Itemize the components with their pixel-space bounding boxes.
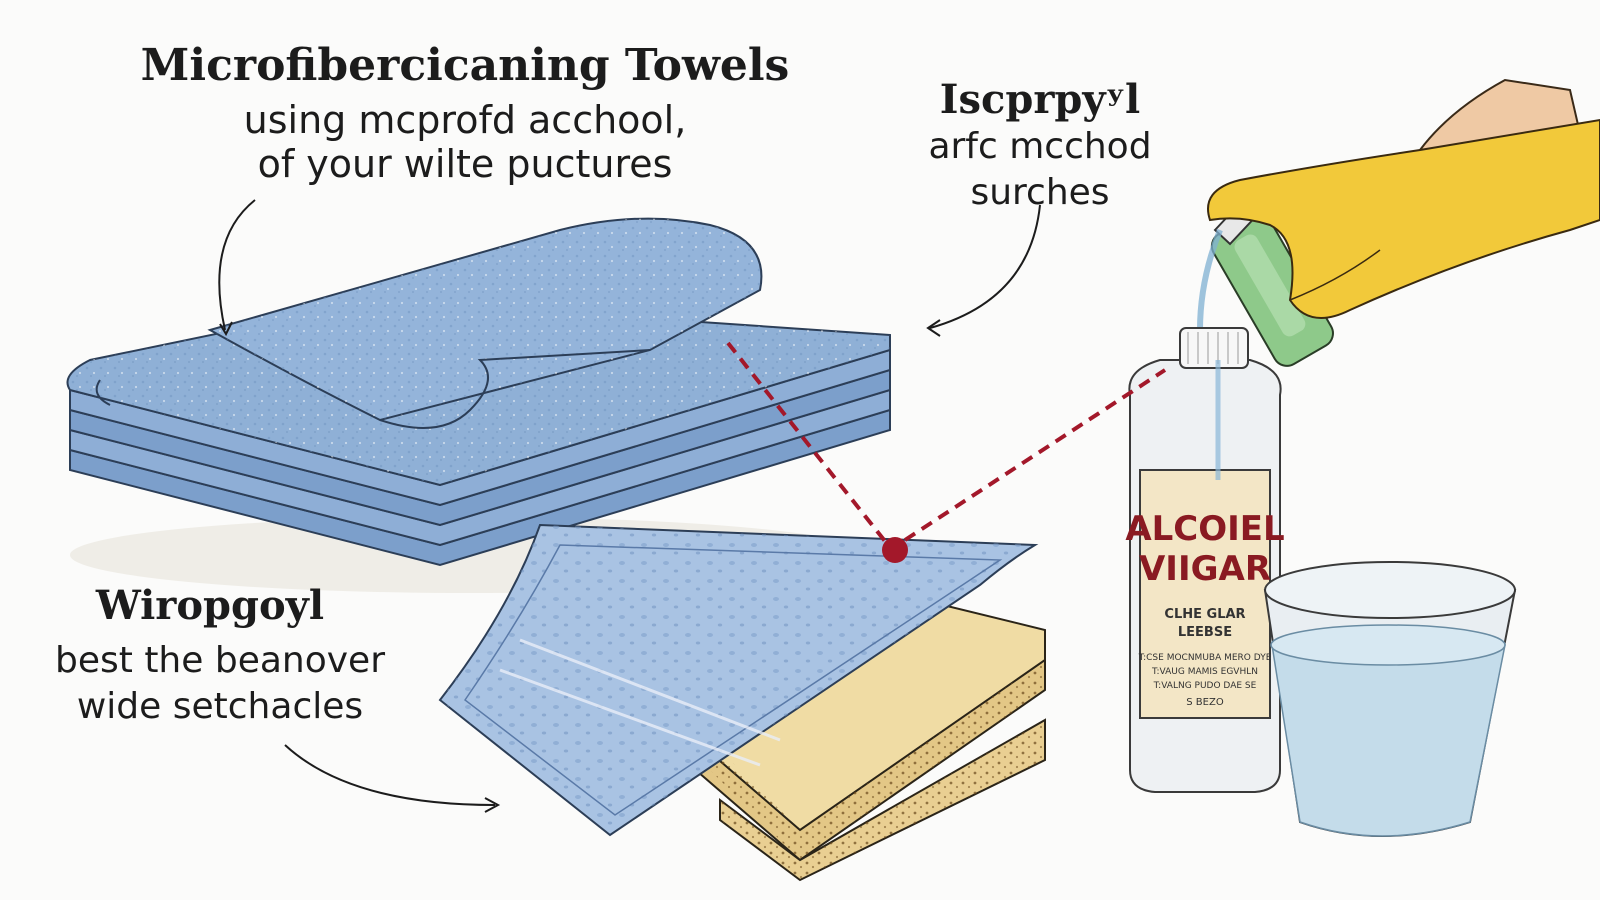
wipes-caption-line2: wide setchacles [76,686,364,727]
wipes-title: Wiropgoyl [95,582,325,629]
bottle-label-line2: VIIGAR [1139,549,1271,589]
bottle-label-line1: ALCOIEL [1125,509,1284,549]
water-cup [1263,561,1517,837]
bottle-label-fine4: S BEZO [1186,697,1224,708]
arrow-to-towel-right [929,204,1041,329]
alcohol-bottle [1128,327,1282,793]
isopropyl-caption-line1: arfc mcchod [928,126,1152,167]
bottle-label-fine3: T:VALNG PUDO DAE SE [1153,681,1257,691]
towel-stack [66,217,891,593]
towel-caption-line2: of your wilte puctures [257,142,673,186]
bottle-label-fine1: T:CSE MOCNMUBA MERO DYE [1138,653,1272,663]
callout-arrows [218,199,1041,813]
towel-title: Microfibercicaning Towels [140,40,790,91]
isopropyl-title: Iscprpyʸl [939,76,1141,123]
microfiber-wipe [438,523,1039,837]
bottle-label-sub2: LEEBSE [1178,625,1232,640]
bottle-label-text: ALCOIEL VIIGAR CLHE GLAR LEEBSE T:CSE MO… [1125,509,1284,708]
bottle-label-sub1: CLHE GLAR [1164,607,1245,622]
connector-node [882,537,908,563]
arrow-to-wipe [284,744,496,806]
arrow-to-towel [218,199,256,331]
wipes-caption-line1: best the beanover [55,640,385,681]
connector-lines [726,341,1167,563]
towel-caption-line1: using mcprofd acchool, [243,98,687,142]
bottle-label-fine2: T:VAUG MAMIS EGVHLN [1151,667,1258,677]
gloved-hand-spray [1197,78,1600,367]
isopropyl-caption-line2: surches [970,172,1110,213]
